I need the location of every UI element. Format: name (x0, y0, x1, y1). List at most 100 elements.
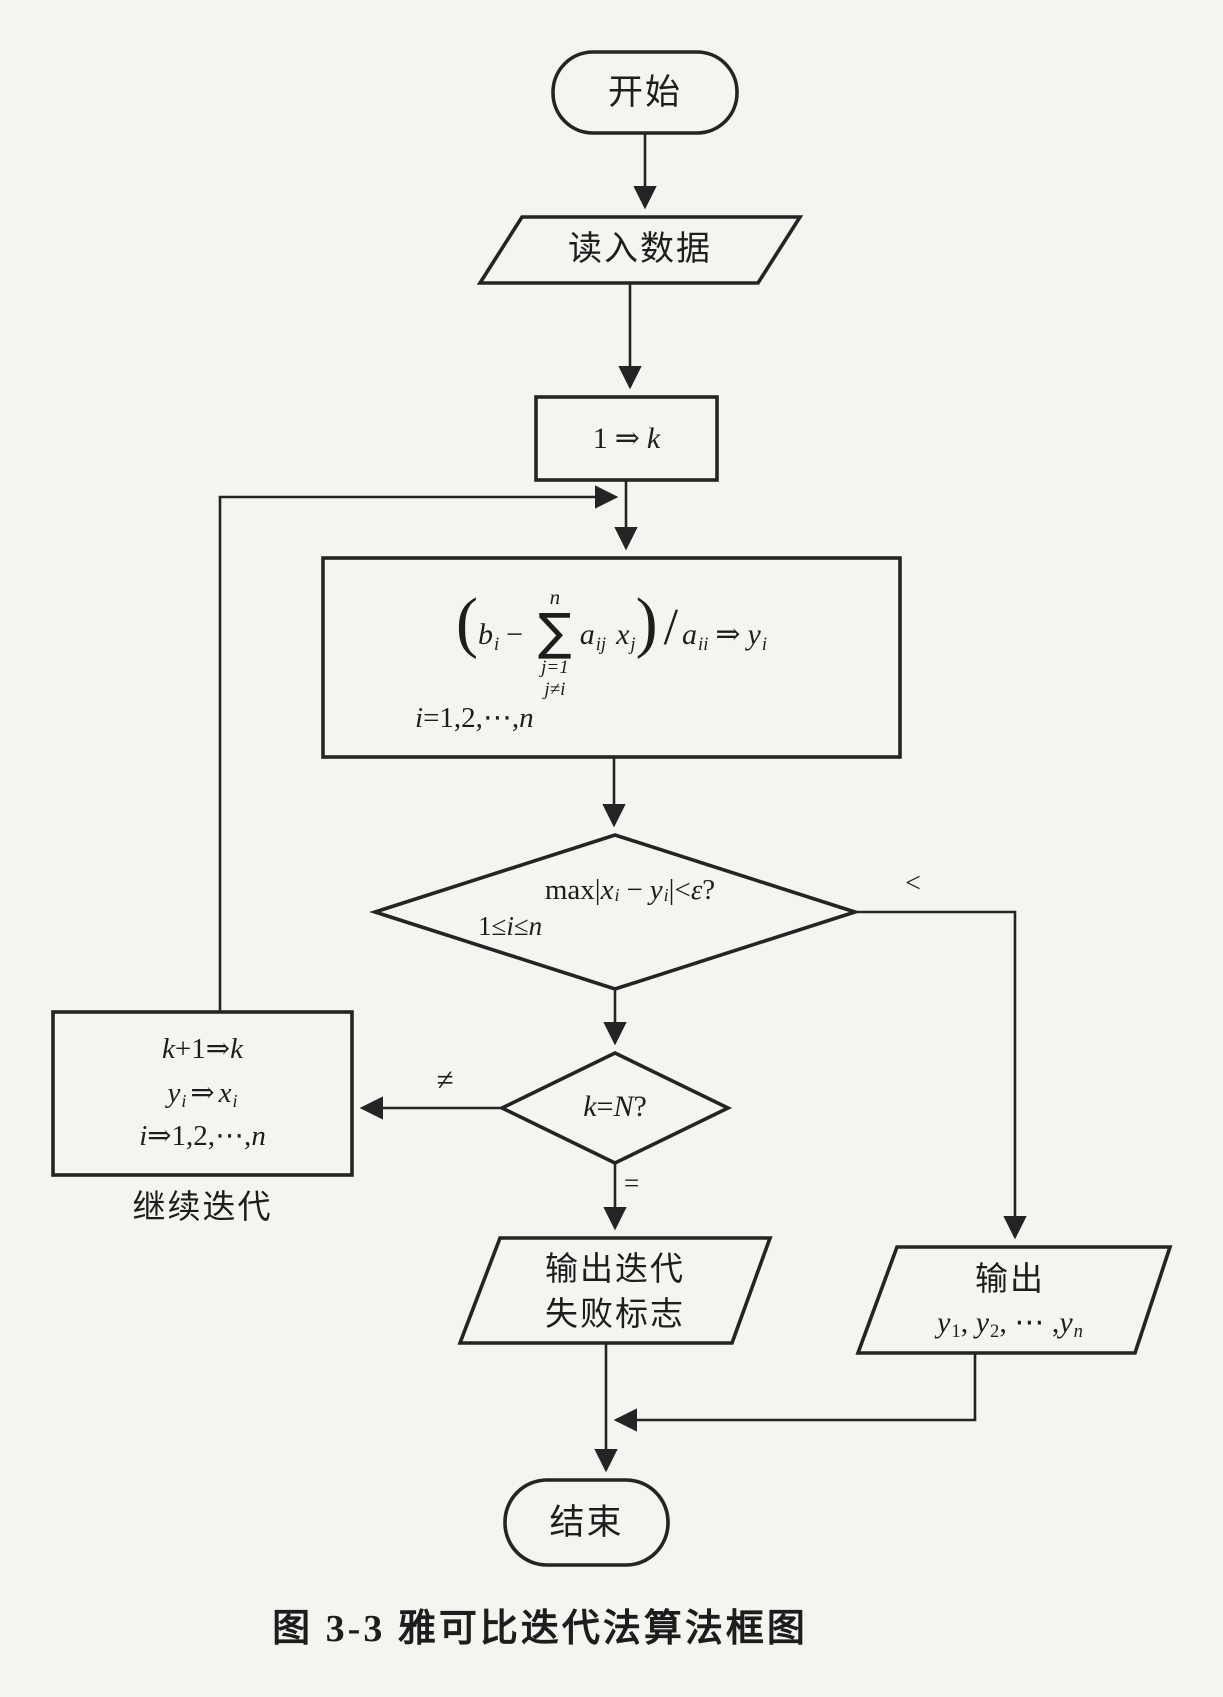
conv-minus: − (626, 873, 643, 906)
compute-y-sub: i (761, 633, 768, 655)
summation-symbol: n ∑ j=1 j≠i (538, 587, 572, 700)
compute-a1-sub: ij (595, 633, 607, 655)
read-data-text: 读入数据 (568, 230, 712, 268)
edge-feedback-loop (218, 485, 619, 1011)
result-y1: y (937, 1306, 951, 1340)
end-terminal-shape (503, 1478, 670, 1567)
continue-line1: k+1⇒k (162, 1028, 243, 1072)
read-data-parallelogram-shape (476, 215, 804, 285)
sum-lower-limit-1: j=1 (541, 656, 569, 678)
compute-box-shape (321, 556, 902, 759)
init-k-box-shape (534, 395, 719, 482)
result-dots: , ⋯ , (999, 1306, 1060, 1340)
range-i: i (415, 702, 424, 734)
compute-open-paren: ( (455, 585, 478, 661)
result-yn: y (1059, 1306, 1073, 1340)
cont-i: i (139, 1120, 148, 1153)
edge-result-to-merge (613, 1354, 977, 1432)
end-label-text: 结束 (549, 1502, 624, 1542)
iteration-diamond-shape (497, 1050, 733, 1166)
start-terminal-label: 开始 (553, 52, 737, 133)
init-k-label: 1 ⇒ k (536, 397, 717, 480)
edge-label-converged: < (888, 868, 938, 900)
result-comma1: , (960, 1306, 976, 1340)
cont-arrow: ⇒ (190, 1076, 215, 1109)
result-output-parallelogram-shape (855, 1245, 1173, 1355)
start-terminal-shape (551, 50, 739, 135)
continue-box-content: k+1⇒k yi⇒xi i⇒1,2,⋯,n (53, 1012, 352, 1175)
conv-epsilon: ε (690, 873, 703, 906)
compute-minus: − (506, 618, 524, 652)
result-y1-sub: 1 (951, 1321, 961, 1343)
continue-line2: yi⇒xi (167, 1072, 237, 1116)
conv-x-sub: i (614, 884, 620, 905)
conv-y-sub: i (663, 884, 669, 905)
compute-assign-arrow: ⇒ (715, 618, 741, 652)
figure-caption-text: 图 3-3 雅可比迭代法算法框图 (272, 1608, 808, 1650)
cont-y: y (167, 1076, 181, 1109)
fail-output-label: 输出迭代 失败标志 (480, 1248, 750, 1338)
compute-index-range: i=1,2,⋯,n (415, 700, 534, 735)
iter-question: ? (633, 1090, 647, 1124)
continue-caption-text: 继续迭代 (132, 1190, 273, 1226)
iter-k: k (583, 1090, 597, 1124)
conv-bar-lt: |< (668, 873, 691, 906)
compute-divide-slash: / (663, 599, 679, 657)
sigma-glyph: ∑ (538, 603, 572, 662)
cont-x: x (218, 1076, 232, 1109)
cont-l1-mid: +1⇒ (174, 1033, 231, 1066)
compute-b: b (477, 618, 493, 652)
read-data-label: 读入数据 (490, 217, 790, 283)
result-output-label: 输出 y1, y2, ⋯ ,yn (860, 1255, 1160, 1347)
edge-label-equal: = (624, 1168, 639, 1199)
compute-a1: a (579, 618, 595, 652)
figure-caption: 图 3-3 雅可比迭代法算法框图 (230, 1606, 850, 1654)
conv-x: x (600, 873, 614, 906)
edge-label-not-equal: ≠ (418, 1062, 472, 1098)
fail-output-line1: 输出迭代 (545, 1252, 685, 1289)
compute-b-sub: i (493, 633, 500, 655)
cont-x-sub: i (232, 1090, 238, 1111)
iteration-test-label: k=N? (502, 1086, 728, 1128)
iter-eq: = (596, 1090, 614, 1124)
result-y2-sub: 2 (990, 1321, 1000, 1343)
cont-k: k (162, 1033, 175, 1066)
range-n: n (519, 702, 534, 734)
conv-r2: ≤ (513, 911, 529, 941)
end-terminal-label: 结束 (505, 1480, 668, 1565)
cont-l3-mid: ⇒1,2,⋯, (147, 1120, 252, 1153)
result-output-values: y1, y2, ⋯ ,yn (937, 1303, 1083, 1344)
compute-a2: a (682, 618, 698, 652)
cont-k2: k (230, 1033, 243, 1066)
result-output-title: 输出 (975, 1262, 1045, 1299)
conv-y: y (649, 873, 663, 906)
conv-r-n: n (528, 911, 543, 941)
conv-r-i: i (506, 911, 514, 941)
sum-lower-limit-2: j≠i (544, 678, 566, 700)
converged-label-text: < (905, 868, 921, 899)
init-one: 1 (592, 421, 608, 455)
not-equal-label-text: ≠ (436, 1062, 454, 1097)
edge-convergence-to-result (855, 910, 1027, 1240)
cont-y-sub: i (181, 1090, 187, 1111)
compute-x: x (616, 618, 630, 652)
range-mid: =1,2,⋯, (423, 702, 520, 734)
iter-N: N (613, 1090, 634, 1124)
continue-line3: i⇒1,2,⋯,n (139, 1115, 266, 1159)
compute-x-sub: j (630, 633, 636, 655)
compute-y: y (747, 618, 761, 652)
fail-output-parallelogram-shape (457, 1236, 773, 1345)
result-y2: y (975, 1306, 990, 1340)
init-k-var: k (646, 421, 661, 455)
continue-box-shape (51, 1010, 354, 1177)
result-yn-sub: n (1073, 1321, 1083, 1343)
continue-box-caption: 继续迭代 (53, 1188, 352, 1229)
compute-a2-sub: ii (698, 633, 709, 655)
fail-output-line2: 失败标志 (545, 1297, 685, 1333)
equal-label-text: = (624, 1168, 640, 1198)
conv-r1: 1≤ (478, 911, 507, 941)
convergence-diamond-shape (369, 833, 861, 991)
